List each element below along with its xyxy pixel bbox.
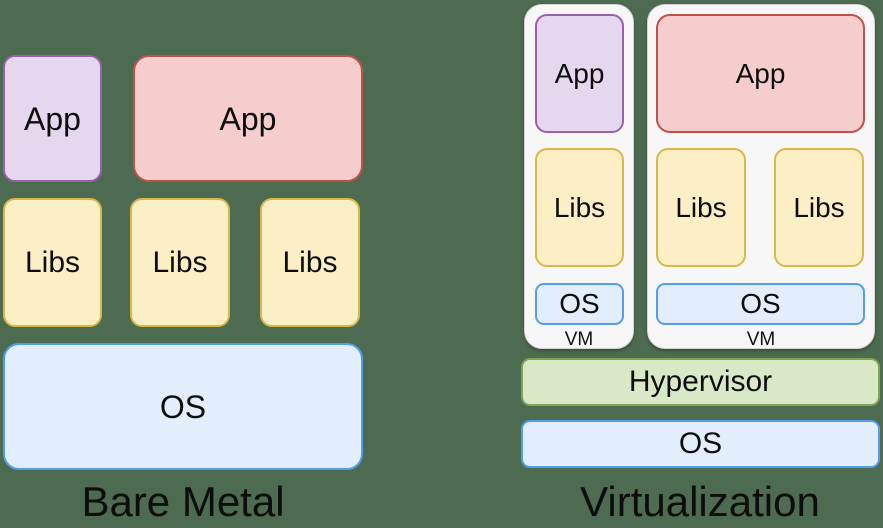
vm2-libs-1[interactable]: Libs <box>656 148 746 267</box>
vm1-libs-1[interactable]: Libs <box>535 148 624 267</box>
vm2-app[interactable]: App <box>656 14 865 133</box>
vm2-label: VM <box>746 329 776 350</box>
vm1-app[interactable]: App <box>535 14 624 133</box>
vm2-os[interactable]: OS <box>656 283 865 325</box>
vm1-os[interactable]: OS <box>535 283 624 325</box>
hypervisor-box[interactable]: Hypervisor <box>521 358 880 406</box>
bare-metal-os[interactable]: OS <box>3 343 363 470</box>
vm1-label: VM <box>564 329 594 350</box>
virtualization-caption: Virtualization <box>580 478 820 525</box>
bare-metal-app-red[interactable]: App <box>133 55 363 182</box>
bare-metal-libs-2[interactable]: Libs <box>130 198 230 327</box>
bare-metal-libs-3[interactable]: Libs <box>260 198 360 327</box>
host-os-box[interactable]: OS <box>521 420 880 468</box>
bare-metal-libs-1[interactable]: Libs <box>3 198 102 327</box>
bare-metal-caption: Bare Metal <box>81 478 285 525</box>
bare-metal-app-purple[interactable]: App <box>3 55 102 182</box>
vm2-libs-2[interactable]: Libs <box>774 148 864 267</box>
